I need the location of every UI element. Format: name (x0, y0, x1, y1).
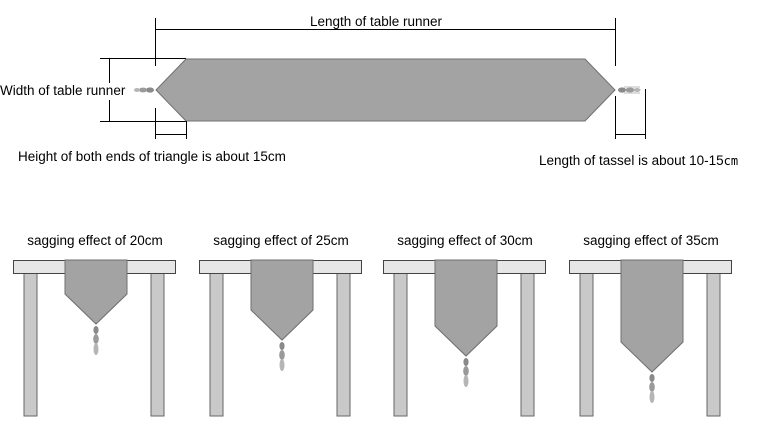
tassel (649, 374, 655, 403)
table-leg-right (150, 272, 165, 417)
table-leg-left (23, 272, 38, 417)
table-leg-right (336, 272, 351, 417)
table-leg-right (520, 272, 535, 417)
sagging-example: sagging effect of 30cm (383, 226, 549, 417)
width-label-bg (0, 83, 128, 100)
tassel (463, 358, 469, 387)
tassel-label-main: Length of tassel is about 10-15 (539, 153, 724, 168)
runner-drop (620, 259, 684, 373)
sagging-label-bg (203, 226, 365, 258)
runner-body (155, 58, 616, 122)
runner-drop (434, 259, 498, 357)
table-leg-left (579, 272, 594, 417)
sagging-label: sagging effect of 25cm (213, 233, 349, 248)
left-tassel (134, 87, 154, 93)
tassel-label: Length of tassel is about 10-15cm (539, 153, 738, 168)
sagging-example: sagging effect of 25cm (199, 226, 365, 417)
sagging-label: sagging effect of 35cm (583, 233, 719, 248)
sagging-example: sagging effect of 20cm (13, 226, 179, 417)
right-tassel (618, 86, 641, 94)
sagging-label-bg (387, 226, 549, 258)
runner-drop (250, 259, 314, 341)
width-label: Width of table runner (0, 83, 126, 98)
sagging-examples: sagging effect of 20cm sagging effect of … (13, 226, 735, 417)
runner-drop (64, 259, 128, 325)
sagging-example: sagging effect of 35cm (569, 226, 735, 417)
length-label: Length of table runner (310, 14, 443, 29)
triangle-label: Height of both ends of triangle is about… (18, 149, 286, 164)
sagging-label-bg (17, 226, 179, 258)
length-label-bg (302, 12, 420, 29)
table-leg-left (209, 272, 224, 417)
tassel (93, 326, 99, 355)
sagging-label: sagging effect of 20cm (27, 233, 163, 248)
tassel-label-unit: cm (724, 154, 738, 168)
table-leg-right (706, 272, 721, 417)
tassel (279, 342, 285, 371)
sagging-label-bg (573, 226, 735, 258)
runner-overview: Length of table runner Width of table ru… (0, 12, 738, 168)
sagging-label: sagging effect of 30cm (397, 233, 533, 248)
table-leg-left (393, 272, 408, 417)
